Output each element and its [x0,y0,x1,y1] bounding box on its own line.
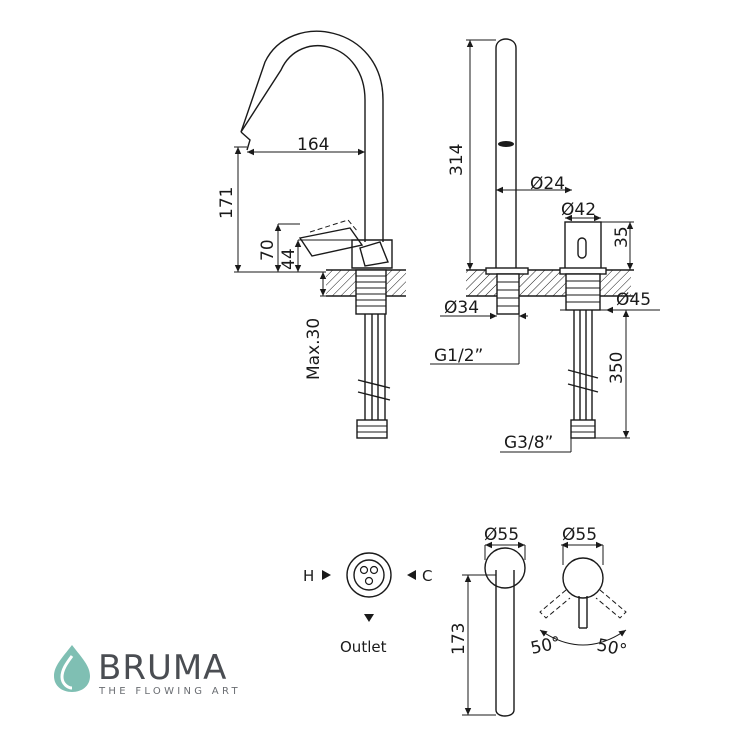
top-view-rotation: Ø55 50° 50° [529,525,629,661]
dim-body-height: 44 [279,248,299,270]
brand-name: BRUMA [98,648,227,688]
dim-hose-thread: G3/8” [504,433,553,453]
dim-top-lever-length: 173 [449,623,469,655]
dim-hose-length: 350 [607,352,627,384]
hose-clip [357,379,391,401]
lever-open-position [309,219,359,233]
dim-hole-diameter: Ø34 [444,298,479,318]
dim-spout-reach: 164 [297,135,329,155]
side-view: 164 171 70 44 Max.30 [217,30,406,439]
water-drop-icon [54,645,90,692]
brand-tagline: THE FLOWING ART [98,686,241,697]
front-shank [496,273,520,315]
dim-inlet-thread: G1/2” [434,346,483,366]
outlet-label: Outlet [340,638,387,656]
top-view-lever-length: Ø55 173 [449,525,526,717]
dim-spout-height: 171 [217,187,237,219]
threaded-shank [355,269,387,315]
lever [298,227,364,257]
cold-arrow-icon [407,570,416,580]
front-hose-nut [570,419,596,439]
supply-hoses [364,314,386,420]
dim-flange-diameter: Ø45 [616,290,651,310]
front-hoses [573,310,593,420]
spout-inner [240,30,384,242]
aerator [498,141,514,147]
dim-top-left-diameter: Ø55 [484,525,519,545]
dim-angle-right: 50° [595,635,629,661]
top-lever [495,570,515,717]
lever-front [577,237,587,259]
dim-angle-left: 50° [529,633,563,659]
spout-tip [240,131,251,151]
dim-top-right-diameter: Ø55 [562,525,597,545]
spout-column [495,38,517,268]
hose-nut [356,419,388,439]
hot-arrow-icon [322,570,331,580]
cartridge-diagram: H C Outlet [303,552,432,656]
dim-max-deck: Max.30 [304,318,324,380]
dim-spout-diameter: Ø24 [530,174,565,194]
front-body [564,221,602,271]
dim-total-height: 314 [447,144,467,176]
hot-label: H [303,567,314,585]
mixer-body [351,239,393,269]
body-cap [359,241,389,267]
front-view: 314 Ø24 Ø42 35 Ø34 Ø45 G1/2” 350 G3/8” [430,38,660,453]
front-body-shank [565,273,601,311]
dim-lever-height: 70 [258,239,278,261]
spout-outer [240,45,366,242]
dim-body-diameter: Ø42 [561,200,596,220]
dim-front-lever-height: 35 [612,226,632,248]
brand-logo: BRUMA THE FLOWING ART [54,645,241,697]
cold-label: C [422,567,432,585]
outlet-arrow-icon [364,614,374,622]
